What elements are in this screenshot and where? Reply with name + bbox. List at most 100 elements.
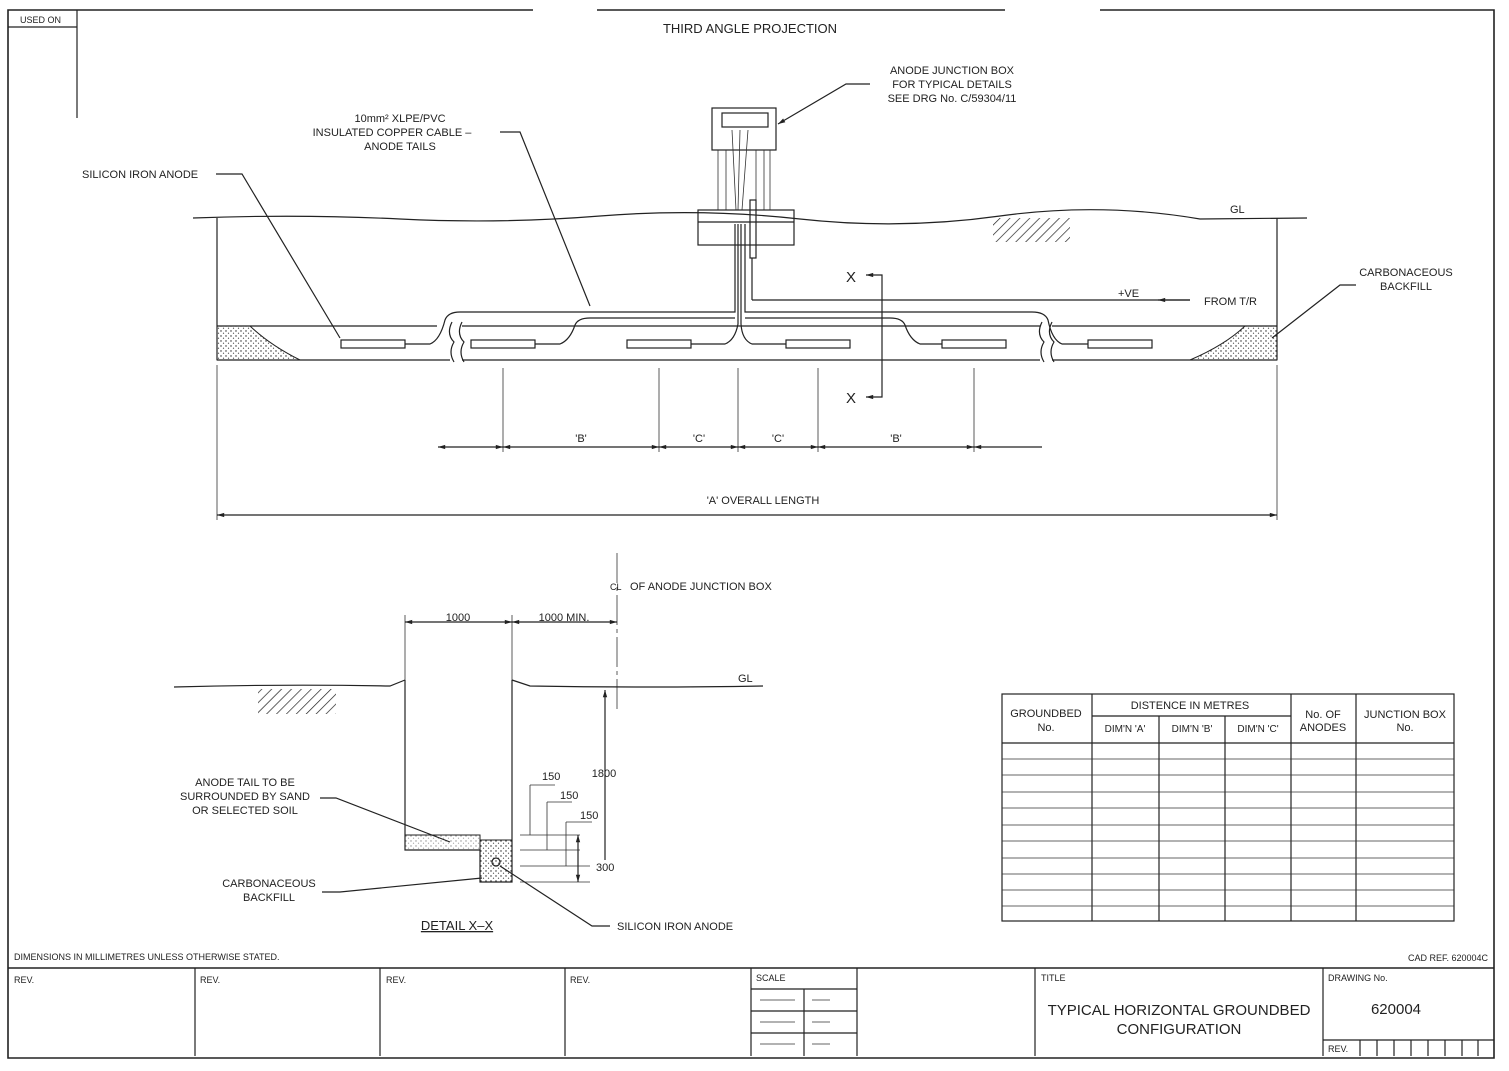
- anode-callout: SILICON IRON ANODE: [82, 169, 341, 339]
- drawing-label: DIM'N 'C': [1237, 724, 1278, 735]
- backfill-callout: CARBONACEOUS BACKFILL: [1271, 267, 1453, 339]
- overall-dimension: 'A' OVERALL LENGTH: [216, 365, 1278, 520]
- drawing-label: CARBONACEOUS: [222, 878, 316, 890]
- backfill-left: [216, 325, 301, 361]
- drawing-line: [691, 224, 739, 345]
- drawing-line: [941, 339, 1007, 349]
- drawing-line: [404, 615, 513, 680]
- drawing-label: BACKFILL: [1380, 281, 1432, 293]
- drawing-label: REV.: [200, 975, 220, 985]
- drawing-line: [711, 107, 777, 151]
- drawing-line: [405, 224, 736, 345]
- section-marker-bottom: X: [846, 390, 856, 407]
- drawing-label: 'A' OVERALL LENGTH: [707, 495, 820, 507]
- drawing-label: CONFIGURATION: [1117, 1021, 1242, 1038]
- drawing-line: [1323, 1039, 1494, 1056]
- drawing-line: [322, 877, 483, 893]
- drawing-label: ANODE TAIL TO BE: [195, 777, 295, 789]
- drawing-label: SURROUNDED BY SAND: [180, 791, 310, 803]
- drawing-label: 300: [596, 862, 614, 874]
- drawing-line: [1271, 284, 1356, 339]
- drawing-line: [865, 272, 883, 400]
- drawing-label: SCALE: [756, 973, 786, 983]
- detail-ground-line: [173, 679, 764, 688]
- drawing-label: SILICON IRON ANODE: [82, 169, 198, 181]
- positive-label: +VE: [1118, 288, 1139, 300]
- drawing-label: 'C': [772, 433, 784, 445]
- drawing-label: BACKFILL: [243, 892, 295, 904]
- drawing-label: DRAWING No.: [1328, 973, 1388, 983]
- dimensions-note: DIMENSIONS IN MILLIMETRES UNLESS OTHERWI…: [14, 952, 280, 962]
- drawing-label: INSULATED COPPER CABLE –: [313, 127, 473, 139]
- section-marker-top: X: [846, 269, 856, 286]
- drawing-line: [751, 988, 857, 1056]
- drawing-label: 1000: [446, 612, 470, 624]
- trench: [217, 325, 1277, 361]
- drawing-label: No.: [1396, 722, 1413, 734]
- backfill-right: [1189, 325, 1278, 361]
- drawing-line: [520, 834, 590, 883]
- drawing-line: [1002, 694, 1454, 921]
- drawing-line: [194, 968, 1324, 1056]
- drawing-label: 1800: [592, 768, 616, 780]
- drawing-label: 'B': [575, 433, 587, 445]
- drawing-line: [785, 339, 851, 349]
- drawing-title: TYPICAL HORIZONTAL GROUNDBED: [1048, 1002, 1311, 1019]
- projection-label: THIRD ANGLE PROJECTION: [663, 21, 837, 36]
- drawing-label: 150: [560, 790, 578, 802]
- drawing-label: No.: [1037, 722, 1054, 734]
- drawing-line: [740, 224, 786, 345]
- drawing-label: 'B': [890, 433, 902, 445]
- drawing-label: No. OF: [1305, 709, 1341, 721]
- tail-callout: ANODE TAIL TO BE SURROUNDED BY SAND OR S…: [180, 777, 451, 843]
- drawing-line: [760, 999, 830, 1045]
- drawing-line: [1001, 693, 1455, 922]
- drawing-label: ANODES: [1300, 722, 1346, 734]
- drawing-line: [502, 368, 975, 452]
- used-on-label: USED ON: [20, 15, 61, 25]
- hatch-soil: [993, 218, 1070, 242]
- drawing-label: SEE DRG No. C/59304/11: [888, 93, 1017, 105]
- centreline-label: OF ANODE JUNCTION BOX: [630, 581, 772, 593]
- junction-pit: [697, 209, 795, 246]
- drawing-line: [1002, 758, 1454, 907]
- drawing-label: REV.: [386, 975, 406, 985]
- drawing-label: REV.: [570, 975, 590, 985]
- drawing-label: ANODE TAILS: [364, 141, 436, 153]
- drawing-line: [216, 365, 1278, 520]
- drawing-line: [470, 339, 536, 349]
- drawing-label: GROUNDBED: [1010, 708, 1082, 720]
- drawing-frame: USED ON THIRD ANGLE PROJECTION: [7, 9, 1495, 1059]
- drawing-line: [717, 129, 771, 211]
- drawing-line: [777, 83, 870, 125]
- drawing-line: [491, 857, 501, 867]
- groundbed-table: GROUNDBED No. DISTENCE IN METRES DIM'N '…: [1001, 693, 1455, 922]
- drawing-label: 150: [580, 810, 598, 822]
- drawing-line: [745, 317, 942, 345]
- drawing-label: SILICON IRON ANODE: [617, 921, 733, 933]
- drawing-label: FOR TYPICAL DETAILS: [892, 79, 1012, 91]
- drawing-line: [216, 173, 341, 339]
- drawing-label: 1000 MIN.: [539, 612, 590, 624]
- drawing-label: JUNCTION BOX: [1364, 709, 1447, 721]
- drawing-label: DISTENCE IN METRES: [1131, 700, 1250, 712]
- detail-backfill-callout: CARBONACEOUS BACKFILL: [222, 877, 483, 904]
- drawing-label: OR SELECTED SOIL: [192, 805, 298, 817]
- drawing-label: 150: [542, 771, 560, 783]
- anode-tails: [405, 224, 1088, 345]
- drawing-label: DIM'N 'B': [1172, 724, 1213, 735]
- centreline-symbol: CL: [610, 582, 622, 592]
- junction-box-callout: ANODE JUNCTION BOX FOR TYPICAL DETAILS S…: [777, 65, 1017, 125]
- drawing-line: [7, 9, 1495, 1059]
- detail-anode-callout: SILICON IRON ANODE: [499, 865, 733, 933]
- drawing-line: [258, 689, 336, 714]
- drawing-label: 'C': [693, 433, 705, 445]
- spacing-dimensions: 'B' 'C' 'C' 'B': [438, 368, 1042, 452]
- drawing-line: [1087, 339, 1153, 349]
- drawing-label: CARBONACEOUS: [1359, 267, 1453, 279]
- drawing-line: [340, 339, 406, 349]
- junction-box: [697, 107, 795, 259]
- detail-section: CL OF ANODE JUNCTION BOX 1000 1000 MIN. …: [173, 553, 772, 933]
- drawing-line: [320, 797, 451, 843]
